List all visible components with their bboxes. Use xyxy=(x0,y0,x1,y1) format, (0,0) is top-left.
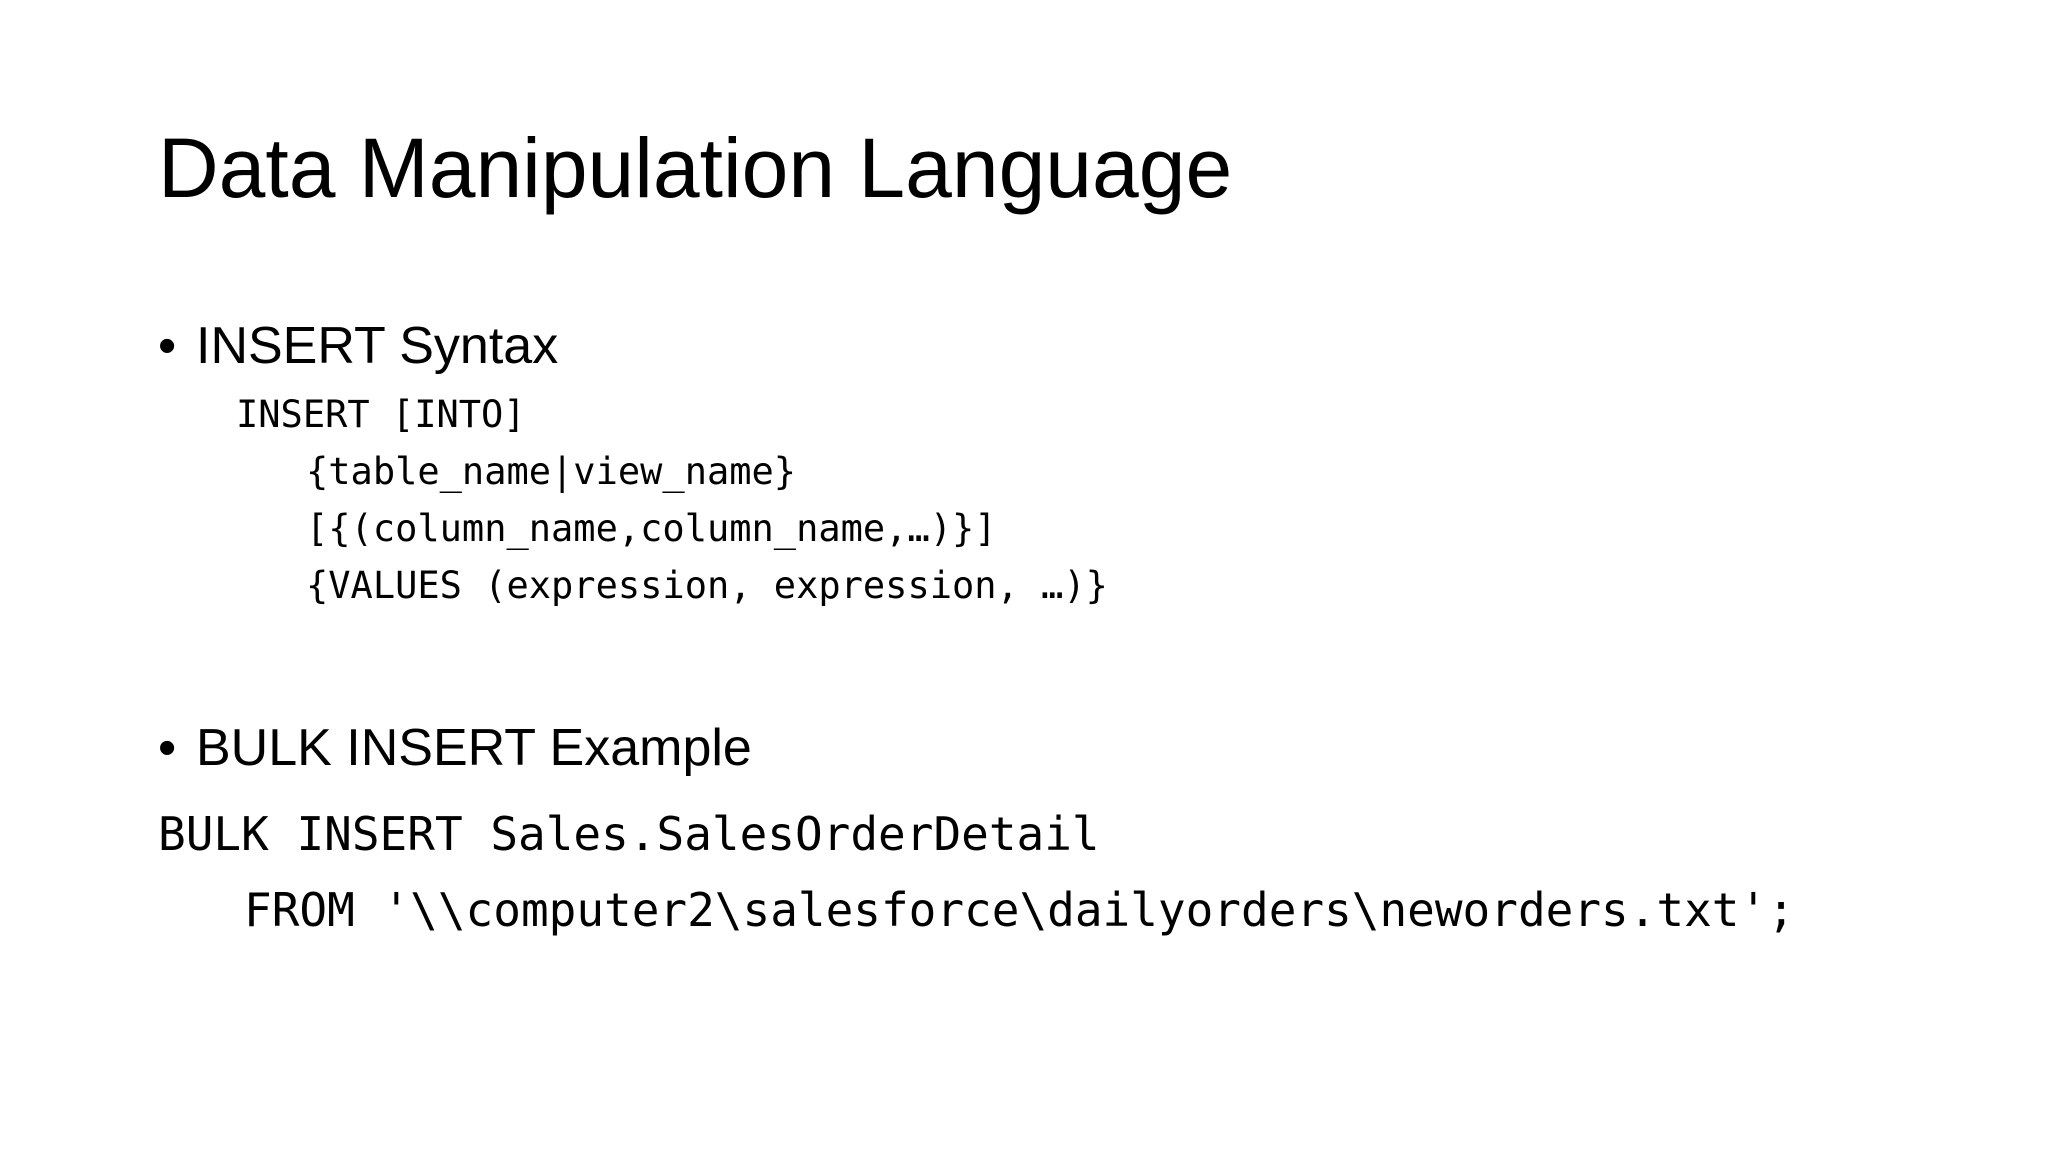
bullet-bulk-insert-example: • BULK INSERT Example xyxy=(158,716,752,780)
bullet-icon: • xyxy=(158,719,177,777)
code-line: [{(column_name,column_name,…)}] xyxy=(306,507,997,550)
bullet-heading: INSERT Syntax xyxy=(196,317,559,375)
bullet-icon: • xyxy=(158,317,177,375)
code-line: INSERT [INTO] xyxy=(236,393,526,436)
code-line: BULK INSERT Sales.SalesOrderDetail xyxy=(158,807,1100,861)
code-line: {table_name|view_name} xyxy=(306,450,797,493)
code-line: {VALUES (expression, expression, …)} xyxy=(306,564,1108,607)
slide-title: Data Manipulation Language xyxy=(158,121,1233,215)
code-line: FROM '\\computer2\salesforce\dailyorders… xyxy=(244,883,1795,937)
bullet-heading: BULK INSERT Example xyxy=(196,719,752,777)
bullet-insert-syntax: • INSERT Syntax xyxy=(158,314,558,378)
